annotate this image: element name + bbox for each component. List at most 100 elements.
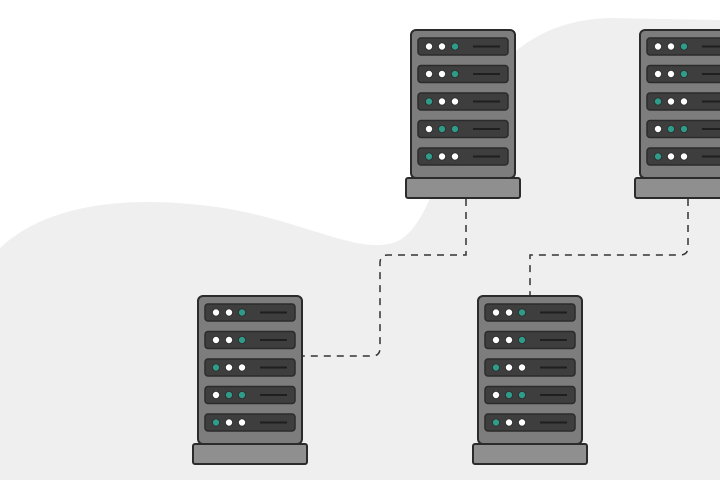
led-white — [680, 97, 689, 106]
led-green — [224, 390, 233, 399]
server-rack-top-center — [405, 29, 521, 199]
bay-slot — [417, 119, 509, 139]
server-rack-top-right — [634, 29, 720, 199]
led-green — [237, 335, 246, 344]
led-green — [680, 70, 689, 79]
led-white — [224, 308, 233, 317]
server-bay — [204, 385, 296, 405]
led-green — [504, 390, 513, 399]
led-white — [504, 418, 513, 427]
server-bay — [646, 147, 720, 166]
led-green — [518, 335, 527, 344]
server-bay — [646, 119, 720, 139]
led-white — [211, 390, 220, 399]
led-white — [237, 363, 246, 372]
server-group — [192, 29, 720, 465]
led-green — [237, 308, 246, 317]
led-green — [437, 125, 446, 134]
led-green — [491, 418, 500, 427]
led-white — [437, 70, 446, 79]
bay-slot — [204, 330, 296, 350]
led-green — [211, 418, 220, 427]
bay-slot — [484, 358, 576, 377]
led-white — [654, 70, 663, 79]
led-white — [437, 97, 446, 106]
server-bay — [484, 303, 576, 322]
led-white — [667, 42, 676, 51]
bay-slot — [417, 37, 509, 56]
server-bay — [484, 358, 576, 377]
led-white — [437, 42, 446, 51]
led-white — [654, 42, 663, 51]
connector-top-right-to-bottom-center — [529, 199, 689, 296]
server-bay — [417, 64, 509, 84]
server-base — [472, 443, 588, 465]
server-bay — [417, 92, 509, 111]
bay-slot — [484, 413, 576, 432]
led-green — [680, 125, 689, 134]
led-green — [518, 390, 527, 399]
led-green — [424, 97, 433, 106]
led-green — [237, 390, 246, 399]
led-white — [667, 97, 676, 106]
led-white — [504, 308, 513, 317]
background-blob — [0, 18, 720, 480]
led-white — [224, 418, 233, 427]
led-white — [491, 308, 500, 317]
led-white — [224, 335, 233, 344]
bay-slot — [204, 413, 296, 432]
server-rack-bottom-center — [472, 295, 588, 465]
bay-slot — [204, 385, 296, 405]
led-white — [424, 125, 433, 134]
led-white — [424, 70, 433, 79]
connector-lines — [302, 199, 689, 357]
server-bay — [484, 385, 576, 405]
led-white — [237, 418, 246, 427]
server-bay — [417, 147, 509, 166]
led-green — [654, 97, 663, 106]
bay-slot — [484, 330, 576, 350]
led-green — [450, 42, 459, 51]
server-bay — [484, 413, 576, 432]
server-base — [405, 177, 521, 199]
server-base — [634, 177, 720, 199]
led-green — [667, 125, 676, 134]
connector-top-center-to-bottom-left — [302, 199, 467, 357]
led-white — [680, 152, 689, 161]
led-white — [504, 335, 513, 344]
bay-slot — [417, 147, 509, 166]
led-white — [211, 308, 220, 317]
led-white — [437, 152, 446, 161]
server-bay — [204, 303, 296, 322]
server-bay — [646, 92, 720, 111]
bay-slot — [484, 385, 576, 405]
server-bay — [417, 37, 509, 56]
server-bay — [204, 358, 296, 377]
bay-slot — [417, 64, 509, 84]
bay-slot — [484, 303, 576, 322]
led-white — [450, 97, 459, 106]
server-bay — [417, 119, 509, 139]
server-bay — [204, 413, 296, 432]
led-green — [680, 42, 689, 51]
led-green — [450, 70, 459, 79]
server-base — [192, 443, 308, 465]
led-white — [667, 152, 676, 161]
server-bay — [646, 37, 720, 56]
led-green — [654, 152, 663, 161]
led-green — [211, 363, 220, 372]
led-white — [491, 335, 500, 344]
server-bay — [484, 330, 576, 350]
led-green — [491, 363, 500, 372]
led-white — [518, 418, 527, 427]
led-white — [424, 42, 433, 51]
led-white — [224, 363, 233, 372]
led-white — [450, 152, 459, 161]
led-white — [211, 335, 220, 344]
led-white — [654, 125, 663, 134]
server-bay — [204, 330, 296, 350]
bay-slot — [204, 358, 296, 377]
server-bay — [646, 64, 720, 84]
